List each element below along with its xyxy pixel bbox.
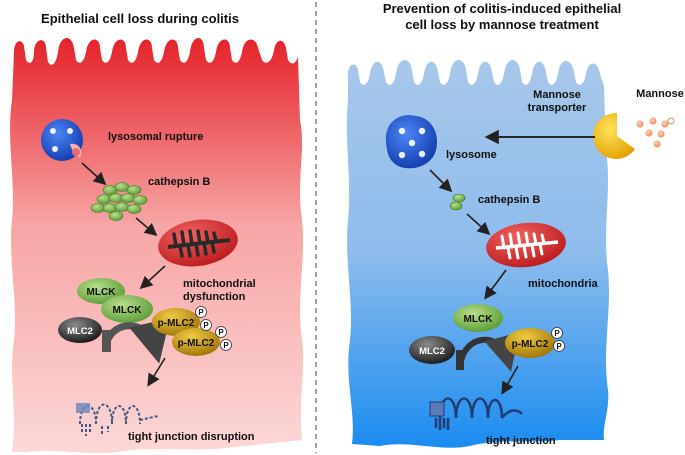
cathepsin-b-label-right: cathepsin B: [478, 194, 540, 206]
svg-text:P: P: [554, 329, 560, 338]
svg-text:P: P: [556, 342, 562, 351]
arrow-mito-to-mlck: [139, 265, 166, 290]
mlck-bottom-label: MLCK: [113, 305, 143, 316]
left-epithelial-cell: [10, 37, 304, 454]
mannose-transporter-pacman: [593, 112, 635, 159]
mlck-node-bottom: [101, 295, 153, 323]
mannose-transporter-line2: transporter: [528, 102, 587, 114]
tight-junction-label: tight junction: [486, 435, 556, 447]
right-panel-title-line1: Prevention of colitis-induced epithelial: [383, 1, 621, 16]
mlc2-node-right: [409, 336, 455, 364]
tj-anchor-block: [429, 401, 445, 417]
healthy-mitochondrion: [486, 222, 566, 268]
left-panel: Epithelial cell loss during colitis lyso…: [10, 11, 304, 454]
mito-dysfunction-line2: dysfunction: [183, 291, 246, 303]
mito-dysfunction-line1: mitochondrial: [183, 278, 256, 290]
arrow-to-tj-left: [147, 357, 166, 387]
cathepsin-b-label-left: cathepsin B: [148, 176, 210, 188]
phospho-badges-right: P P: [551, 327, 565, 352]
lysosomal-rupture-label: lysosomal rupture: [108, 131, 203, 143]
mannose-molecules: [636, 117, 675, 148]
phosphorylation-arrow-base-right: [456, 350, 464, 370]
pmlc2-a-label: p-MLC2: [158, 318, 195, 329]
pmlc2-right-label: p-MLC2: [512, 339, 549, 350]
left-panel-title: Epithelial cell loss during colitis: [41, 11, 239, 26]
mlc2-right-label: MLC2: [419, 346, 445, 357]
mlc2-node-left: [58, 317, 102, 343]
pmlc2-b-label: p-MLC2: [178, 338, 215, 349]
intact-lysosome: [385, 115, 438, 169]
mlck-right-label: MLCK: [464, 314, 494, 325]
arrow-cathepsin-to-mito: [135, 217, 158, 237]
svg-text:P: P: [218, 328, 224, 337]
lysosome-label: lysosome: [446, 149, 497, 161]
mlck-node-right: [453, 304, 503, 332]
arrow-to-tj-right: [501, 365, 519, 395]
mlck-top-label: MLCK: [87, 287, 117, 298]
pmlc2-node-right: [505, 328, 555, 358]
cathepsin-b-cluster: [90, 182, 148, 221]
svg-text:P: P: [198, 308, 204, 317]
mitochondria-label: mitochondria: [528, 278, 599, 290]
mannose-transporter-line1: Mannose: [533, 89, 581, 101]
mlc2-left-label: MLC2: [67, 326, 93, 337]
right-epithelial-cell: [346, 59, 609, 448]
phosphorylation-arrow-base: [102, 330, 111, 352]
phospho-badges-left: P P P P: [195, 306, 232, 351]
cathepsin-b-small: [449, 193, 466, 211]
tj-disruption-label: tight junction disruption: [128, 431, 255, 443]
svg-text:P: P: [203, 321, 209, 330]
tj-fragment: [76, 403, 90, 413]
arrow-mito-to-mlck-right: [484, 269, 507, 300]
arrow-cathepsin-to-mito-right: [466, 213, 491, 236]
arrow-lyso-to-cathepsin-right: [429, 169, 453, 193]
pmlc2-node-b: [172, 328, 220, 356]
arrow-lyso-to-cathepsin: [81, 162, 107, 186]
mannose-label: Mannose: [636, 88, 684, 100]
right-panel: Prevention of colitis-induced epithelial…: [346, 1, 684, 448]
intact-tight-junction: [434, 397, 523, 430]
svg-text:P: P: [223, 341, 229, 350]
ruptured-lysosome: [41, 119, 83, 161]
right-panel-title-line2: cell loss by mannose treatment: [405, 17, 599, 32]
damaged-mitochondrion: [158, 219, 238, 267]
